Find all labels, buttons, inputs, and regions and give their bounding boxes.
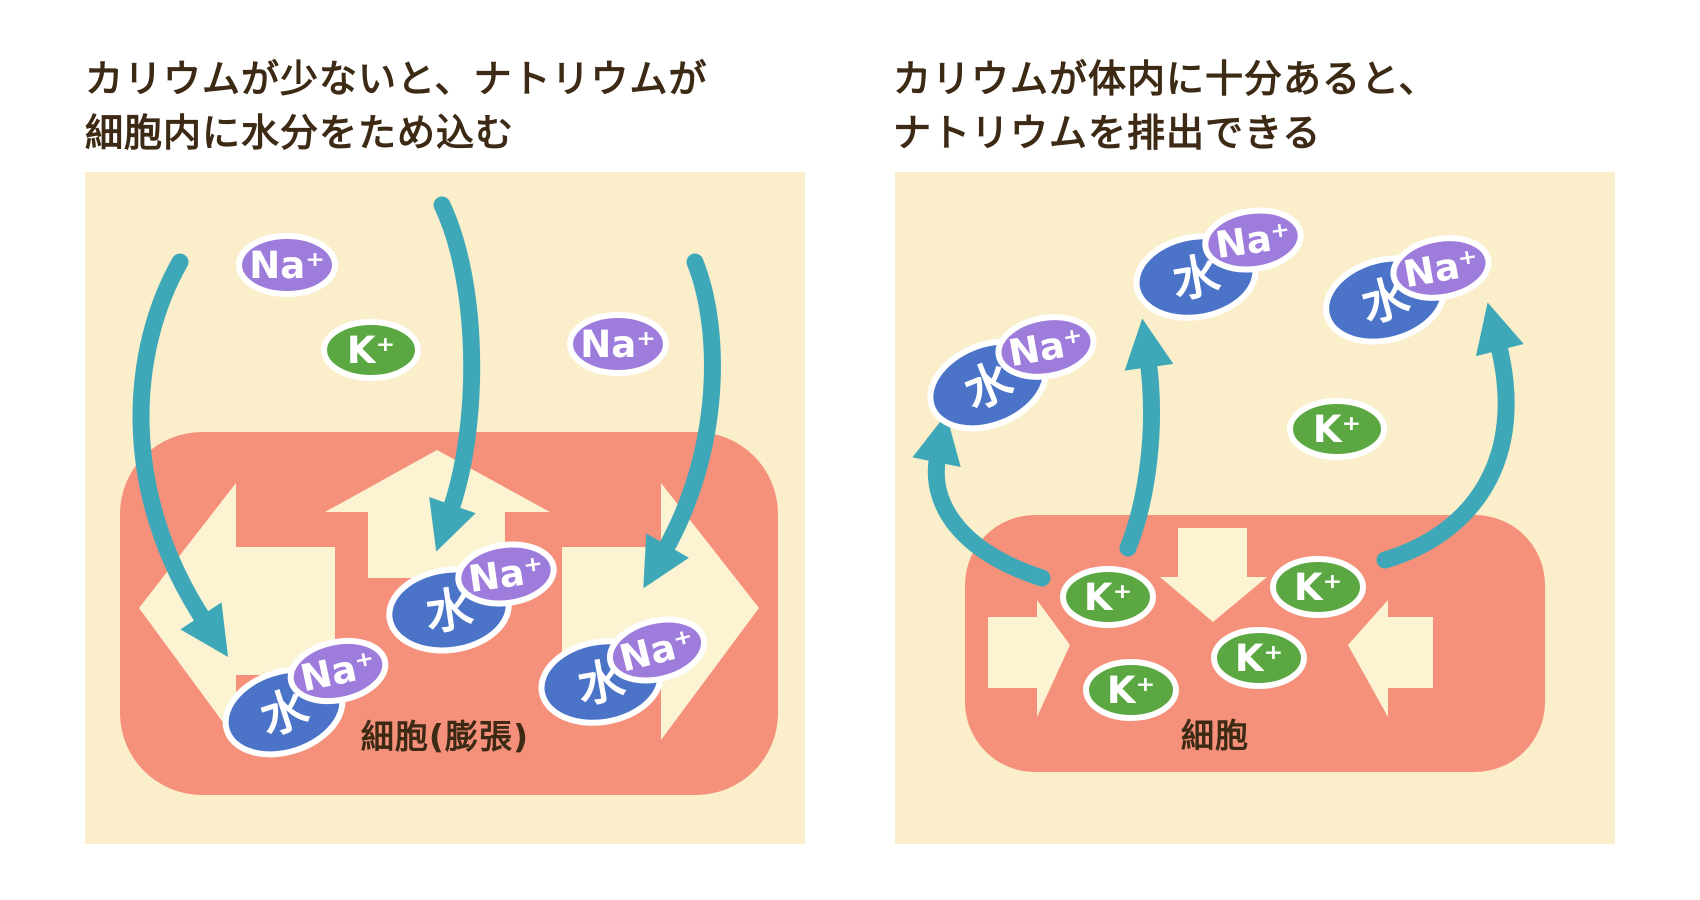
contraction-arrow-down-icon: [1160, 528, 1267, 622]
left-panel: Na⁺ K⁺ Na⁺ 水 Na⁺ 水: [85, 172, 805, 844]
sodium-ion: Na⁺: [287, 637, 389, 705]
expansion-arrow-right-icon: [562, 483, 759, 740]
sodium-ion: Na⁺: [1202, 207, 1304, 273]
sodium-entry-arrow-middle-icon: [429, 196, 481, 552]
potassium-ion-label: K⁺: [1313, 408, 1361, 451]
left-title-line1: カリウムが少ないと、ナトリウムが: [85, 57, 708, 101]
sodium-ion-label: Na⁺: [1213, 214, 1294, 267]
sodium-ion: Na⁺: [455, 541, 557, 607]
left-title-line2: 細胞内に水分をため込む: [85, 111, 515, 155]
sodium-exit-arrow-left-icon: [912, 413, 1051, 587]
potassium-ion-label: K⁺: [347, 329, 395, 372]
contraction-arrow-from-right-icon: [1348, 600, 1433, 717]
potassium-ion: K⁺: [1083, 659, 1179, 721]
sodium-entry-arrow-right-icon: [643, 253, 721, 589]
potassium-ion-label: K⁺: [1084, 576, 1132, 619]
sodium-ion: Na⁺: [995, 314, 1097, 380]
left-panel-title: カリウムが少ないと、ナトリウムが 細胞内に水分をため込む: [85, 52, 845, 160]
potassium-ion-label: K⁺: [1107, 669, 1155, 712]
sodium-exit-arrow-right-icon: [1376, 302, 1524, 569]
sodium-ion: Na⁺: [1390, 235, 1492, 301]
contraction-arrow-from-left-icon: [988, 600, 1070, 717]
right-panel: 水 Na⁺ 水 Na⁺ 水 Na⁺: [895, 172, 1615, 844]
right-title-line1: カリウムが体内に十分あると、: [893, 57, 1438, 101]
sodium-ion-label: Na⁺: [466, 548, 547, 601]
potassium-ion: K⁺: [1211, 627, 1307, 689]
potassium-ion: K⁺: [321, 319, 421, 381]
right-panel-title: カリウムが体内に十分あると、 ナトリウムを排出できる: [893, 52, 1653, 160]
right-title-line2: ナトリウムを排出できる: [893, 111, 1322, 155]
potassium-ion-label: K⁺: [1235, 637, 1283, 680]
sodium-ion: Na⁺: [606, 616, 708, 684]
sodium-entry-arrow-left-icon: [132, 253, 229, 658]
sodium-ion: Na⁺: [236, 233, 338, 297]
potassium-ion: K⁺: [1287, 398, 1387, 460]
potassium-ion: K⁺: [1060, 566, 1156, 628]
expansion-arrow-left-icon: [139, 483, 335, 740]
sodium-exit-arrow-middle-icon: [1119, 318, 1174, 557]
sodium-ion: Na⁺: [567, 312, 669, 376]
left-cell-label: 細胞(膨張): [361, 717, 529, 756]
sodium-ion-label: Na⁺: [249, 244, 324, 287]
potassium-ion: K⁺: [1270, 556, 1366, 618]
sodium-ion-label: Na⁺: [580, 323, 655, 366]
water-molecule: 水: [1323, 255, 1447, 345]
right-cell-label: 細胞: [1181, 716, 1249, 755]
potassium-ion-label: K⁺: [1294, 566, 1342, 609]
